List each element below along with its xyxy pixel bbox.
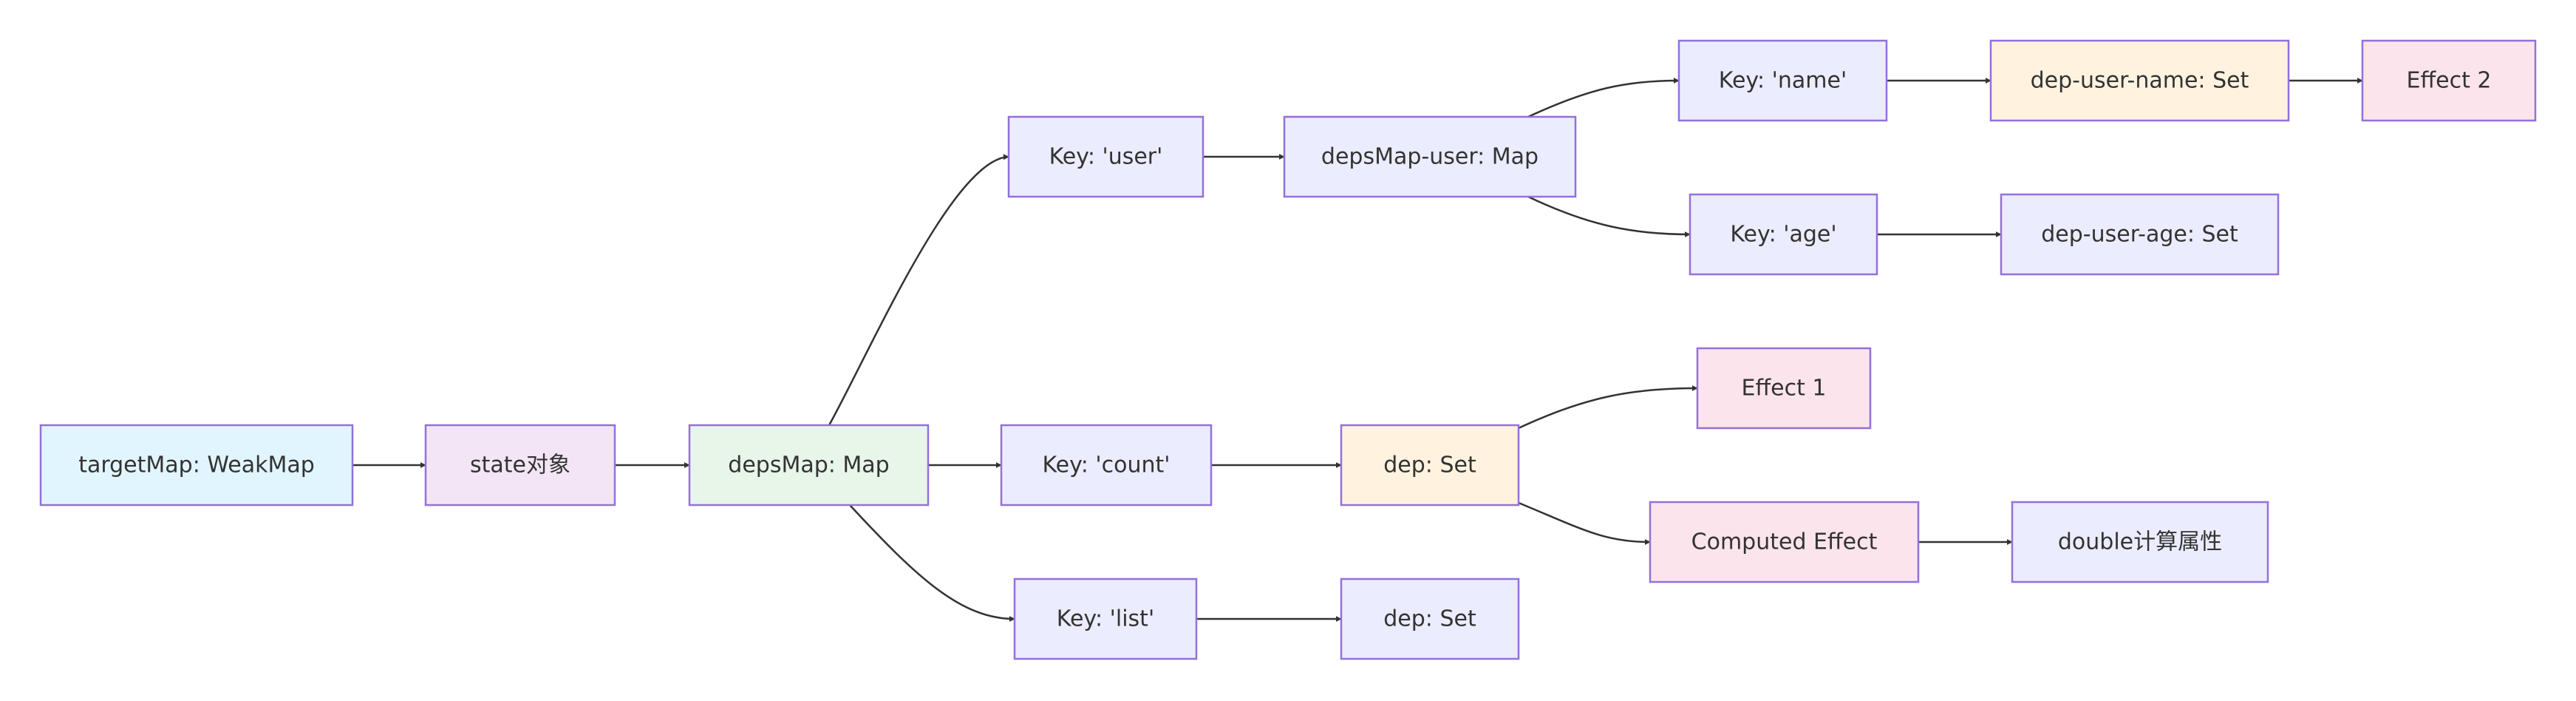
node-computedEffect: Computed Effect [1649, 501, 1920, 583]
node-keyName: Key: 'name' [1677, 39, 1888, 122]
node-label: double计算属性 [2058, 529, 2222, 555]
node-box [1696, 347, 1872, 430]
node-state: state对象 [424, 424, 616, 507]
node-box [424, 424, 616, 507]
edge-depSet-to-effect1 [1518, 385, 1698, 430]
node-label: state对象 [470, 453, 570, 478]
node-label: Effect 2 [2407, 68, 2492, 94]
node-label: Computed Effect [1691, 529, 1878, 555]
node-label: depsMap-user: Map [1321, 144, 1539, 170]
node-depsMapUser: depsMap-user: Map [1283, 115, 1577, 198]
edge-depsMapUser-to-keyAge [1527, 195, 1691, 237]
node-label: dep-user-name: Set [2031, 68, 2249, 94]
node-box [1013, 578, 1198, 660]
node-depUserAge: dep-user-age: Set [2000, 193, 2280, 276]
node-box [688, 424, 930, 507]
node-box [1007, 115, 1204, 198]
node-box [1000, 424, 1213, 507]
node-label: targetMap: WeakMap [78, 453, 315, 478]
node-depSet: dep: Set [1340, 424, 1520, 507]
node-label: dep: Set [1383, 606, 1476, 632]
node-effect2: Effect 2 [2361, 39, 2537, 122]
node-label: dep-user-age: Set [2041, 222, 2238, 248]
node-label: Key: 'user' [1049, 144, 1163, 170]
edge-depsMapUser-to-keyName [1527, 78, 1680, 118]
node-keyAge: Key: 'age' [1689, 193, 1878, 276]
node-effect1: Effect 1 [1696, 347, 1872, 430]
node-keyList: Key: 'list' [1013, 578, 1198, 660]
node-depsMap: depsMap: Map [688, 424, 930, 507]
edges-layer [352, 78, 2363, 622]
node-box [2361, 39, 2537, 122]
node-box [2000, 193, 2280, 276]
node-box [1649, 501, 1920, 583]
node-box [1677, 39, 1888, 122]
node-targetMap: targetMap: WeakMap [39, 424, 354, 507]
node-box [2011, 501, 2269, 583]
node-label: Key: 'list' [1057, 606, 1154, 632]
node-label: dep: Set [1383, 453, 1476, 478]
node-keyUser: Key: 'user' [1007, 115, 1204, 198]
node-box [1689, 193, 1878, 276]
edge-depsMap-to-keyUser [828, 154, 1009, 426]
edge-depSet-to-computedEffect [1518, 501, 1651, 545]
node-label: depsMap: Map [728, 453, 889, 478]
node-label: Key: 'count' [1043, 453, 1171, 478]
edge-depsMap-to-keyList [849, 504, 1015, 622]
node-box [1989, 39, 2290, 122]
node-label: Key: 'name' [1719, 68, 1847, 94]
node-keyCount: Key: 'count' [1000, 424, 1213, 507]
node-box [1340, 578, 1520, 660]
node-box [39, 424, 354, 507]
node-label: Effect 1 [1742, 376, 1827, 402]
node-depSetList: dep: Set [1340, 578, 1520, 660]
node-depUserName: dep-user-name: Set [1989, 39, 2290, 122]
node-double: double计算属性 [2011, 501, 2269, 583]
node-label: Key: 'age' [1730, 222, 1836, 248]
node-box [1283, 115, 1577, 198]
node-box [1340, 424, 1520, 507]
